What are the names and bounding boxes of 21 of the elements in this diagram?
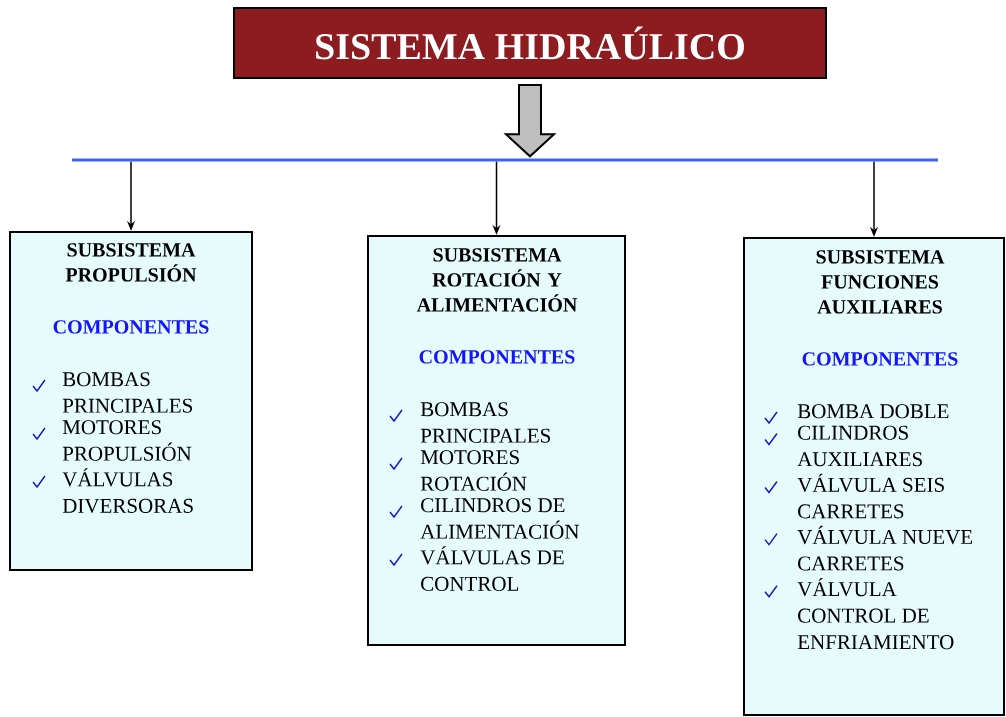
list-item: MOTORES PROPULSIÓN: [62, 420, 192, 461]
list-item: VÁLVULAS DE CONTROL: [420, 546, 564, 591]
list-item: CILINDROS AUXILIARES: [797, 425, 922, 467]
block-arrow: [503, 84, 557, 158]
section-heading: COMPONENTES: [419, 350, 575, 364]
box-heading: SUBSISTEMA PROPULSIÓN: [65, 243, 197, 282]
list-item: BOMBAS PRINCIPALES: [420, 402, 550, 443]
list-item: BOMBAS PRINCIPALES: [62, 372, 192, 413]
list-item: MOTORES ROTACIÓN: [420, 450, 527, 491]
box-heading: SUBSISTEMA ROTACIÓN Y ALIMENTACIÓN: [416, 248, 578, 312]
list-item: VÁLVULA CONTROL DE ENFRIAMIENTO: [797, 577, 954, 650]
list-item: VÁLVULAS DIVERSORAS: [62, 468, 193, 514]
list-item: VÁLVULA NUEVE CARRETES: [797, 525, 973, 571]
section-heading: COMPONENTES: [53, 320, 209, 334]
list-item: VÁLVULA SEIS CARRETES: [797, 473, 944, 519]
section-heading: COMPONENTES: [802, 352, 958, 366]
horizontal-line: [72, 158, 938, 162]
box-heading: SUBSISTEMA FUNCIONES AUXILIARES: [816, 250, 945, 314]
title-box: SISTEMA HIDRAÚLICO: [233, 7, 827, 79]
list-item: BOMBA DOBLE: [797, 404, 949, 419]
list-item: CILINDROS DE ALIMENTACIÓN: [420, 498, 579, 539]
